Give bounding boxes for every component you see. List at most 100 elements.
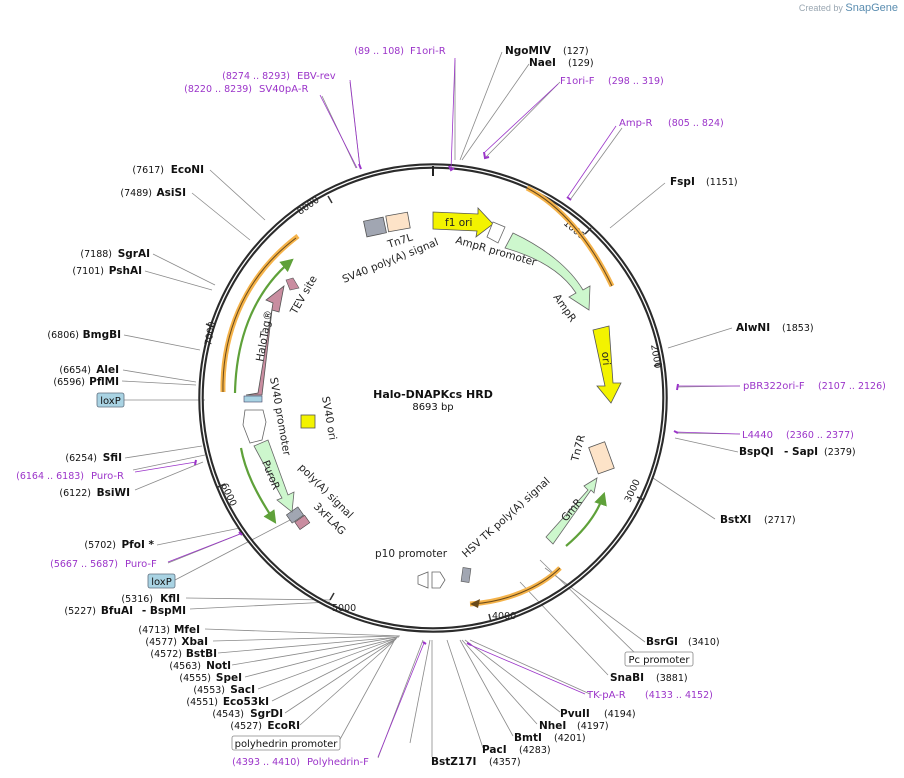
site-bsiwi: BsiWI(6122) [59,487,130,499]
svg-text:(6654): (6654) [59,365,91,376]
plasmid-length: 8693 bp [412,402,453,413]
svg-text:MfeI: MfeI [174,624,200,636]
svg-text:(1853): (1853) [782,323,814,334]
loxp-label-2: loxP [147,573,176,589]
svg-text:AlwNI: AlwNI [736,322,770,334]
site-noti: NotI(4563) [169,660,231,672]
site-sfii: SfiI(6254) [65,452,122,464]
svg-text:Eco53kI: Eco53kI [223,696,269,708]
boxed-labels: loxP loxP Pc promoter polyhedrin promote… [96,392,694,751]
f1-ori-arrow [432,206,494,238]
svg-text:(4357): (4357) [489,757,521,768]
svg-text:Amp-R: Amp-R [619,118,653,129]
svg-text:BsiWI: BsiWI [97,487,130,499]
p10-promoter-right [431,571,446,589]
svg-text:(4577): (4577) [145,637,177,648]
svg-text:BstXI: BstXI [720,514,751,526]
polyhedrin-promoter-label: polyhedrin promoter [231,735,341,751]
site-pshai: PshAI(7101) [72,265,142,277]
svg-text:loxP: loxP [100,396,121,407]
svg-text:(1151): (1151) [706,177,738,188]
plasmid-backbone [198,163,668,633]
svg-text:(4563): (4563) [169,661,201,672]
svg-text:(298 .. 319): (298 .. 319) [608,76,664,87]
svg-text:(4133 .. 4152): (4133 .. 4152) [645,690,713,701]
svg-text:(6254): (6254) [65,453,97,464]
svg-text:BfuAI: BfuAI [101,605,133,617]
ori-arrow [592,325,622,404]
svg-text:(2379): (2379) [824,447,856,458]
site-bfuai: BfuAI- BspMI(5227) [64,605,186,617]
svg-text:XbaI: XbaI [181,636,208,648]
primer-amp-r: Amp-R (805 .. 824) [619,118,724,129]
svg-text:(7617): (7617) [132,165,164,176]
site-snabi: SnaBI(3881) [610,672,688,684]
primer-l4440: L4440(2360 .. 2377) [742,430,854,441]
site-eco53ki: Eco53kI (4551) [186,696,269,708]
site-econi: EcoNI (7617) [132,164,204,176]
site-ecori: EcoRI(4527) [230,720,300,732]
tn7l-box [385,211,411,233]
site-saci: SacI (4553) [193,684,255,696]
svg-text:PvuII: PvuII [560,708,590,720]
svg-text:NaeI: NaeI [529,57,556,69]
svg-text:(8220 .. 8239): (8220 .. 8239) [184,84,252,95]
restriction-sites: NgoMIV(127) NaeI(129) FspI(1151) AlwNI(1… [47,45,855,768]
site-naei: NaeI (129) [529,57,594,69]
sv40-promoter-arrow [242,409,267,444]
f1-ori-label: f1 ori [445,217,472,229]
svg-text:(6806): (6806) [47,330,79,341]
site-kfli: KflI(5316) [121,593,180,605]
tn7r-label: Tn7R [569,434,588,464]
svg-text:(6164 .. 6183): (6164 .. 6183) [16,471,84,482]
svg-text:BspQI: BspQI [739,446,774,458]
svg-text:(4551): (4551) [186,697,218,708]
svg-text:(2360 .. 2377): (2360 .. 2377) [786,430,854,441]
primer-pbr322: pBR322ori-F (2107 .. 2126) [743,381,886,392]
gmr-green-arc [565,491,607,547]
position-ticks [205,195,663,623]
leader-lines [121,51,741,759]
halo-orange-arc [220,234,300,393]
primer-sv40pa: (8220 .. 8239)SV40pA-R [184,84,308,95]
site-alei: AleI (6654) [59,364,119,376]
svg-text:NheI: NheI [539,720,566,732]
p10-label: p10 promoter [375,548,448,560]
p10-promoter-left [417,571,429,589]
svg-text:(7188): (7188) [80,249,112,260]
svg-text:Polyhedrin-F: Polyhedrin-F [307,757,369,768]
svg-text:(805 .. 824): (805 .. 824) [668,118,724,129]
sv40-ori-label: SV40 ori [319,395,338,441]
svg-text:(2107 .. 2126): (2107 .. 2126) [818,381,886,392]
site-mfei: MfeI(4713) [138,624,200,636]
svg-text:(4553): (4553) [193,685,225,696]
tick-4000: 4000 [492,611,516,622]
svg-text:AleI: AleI [96,364,119,376]
svg-text:(129): (129) [568,58,594,69]
svg-text:(4194): (4194) [604,709,636,720]
tev-site-arrow [285,277,300,291]
svg-text:pBR322ori-F: pBR322ori-F [743,381,805,392]
svg-text:F1ori-R: F1ori-R [410,46,446,57]
svg-text:(5667 .. 5687): (5667 .. 5687) [50,559,118,570]
svg-text:(89 .. 108): (89 .. 108) [354,46,404,57]
svg-text:(4283): (4283) [519,745,551,756]
site-ngomiv: NgoMIV(127) [505,45,589,57]
svg-text:EcoNI: EcoNI [171,164,204,176]
svg-text:NgoMIV: NgoMIV [505,45,552,57]
ampr-arrow [504,232,591,311]
svg-text:SpeI: SpeI [216,672,242,684]
svg-text:(3410): (3410) [688,637,720,648]
features [220,185,622,608]
svg-text:(6596): (6596) [53,377,85,388]
svg-text:SacI: SacI [230,684,255,696]
ori-label: ori [599,351,612,366]
flag-box [294,514,311,530]
svg-text:AsiSI: AsiSI [157,187,186,199]
snapgene-watermark: Created by SnapGene [799,2,898,14]
gmr-arrow [545,477,598,545]
site-bspqi: BspQI- SapI(2379) [739,446,856,458]
svg-text:(4572): (4572) [150,649,182,660]
hsv-tk-label: HSV TK poly(A) signal [460,475,553,560]
